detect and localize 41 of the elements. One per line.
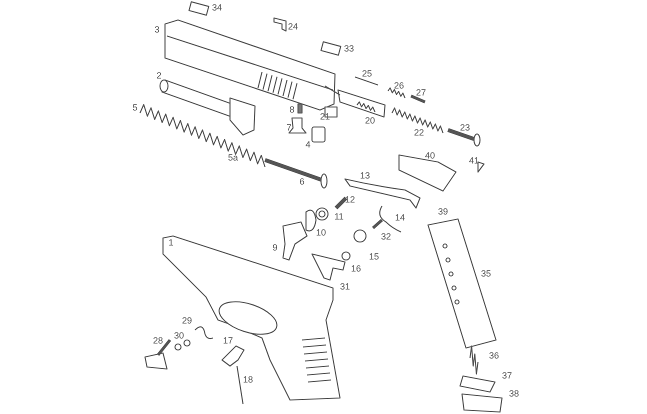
- callout-number: 8: [290, 106, 294, 114]
- callout-number: 37: [502, 372, 512, 380]
- callout-number: 24: [288, 22, 298, 32]
- callout-number: 21: [320, 112, 330, 122]
- callout-number: 32: [381, 232, 391, 242]
- callout-number: 29: [182, 316, 192, 326]
- callout-number: 12: [345, 196, 355, 204]
- callout-number: 22: [414, 128, 424, 138]
- callout-number: 16: [351, 264, 361, 274]
- callout-number: 30: [174, 332, 184, 340]
- callout-number: 39: [438, 208, 448, 216]
- callout-number: 2: [156, 72, 162, 80]
- callout-number: 13: [360, 172, 370, 180]
- callout-number: 23: [460, 124, 470, 132]
- callout-number: 41: [469, 156, 479, 166]
- callout-number: 9: [272, 244, 278, 252]
- callout-number: 31: [340, 282, 350, 292]
- callout-number: 36: [489, 352, 499, 360]
- callout-number: 5a: [228, 154, 238, 162]
- callout-number: 4: [306, 140, 310, 150]
- callout-number: 33: [344, 44, 354, 54]
- callout-number: 17: [223, 336, 233, 346]
- callout-number: 10: [316, 228, 326, 238]
- callout-number: 11: [334, 212, 344, 222]
- callout-number: 20: [365, 116, 375, 126]
- callout-number: 26: [394, 82, 404, 90]
- callout-number: 5: [132, 104, 138, 112]
- callout-number: 25: [362, 70, 372, 78]
- callout-number: 27: [416, 88, 426, 98]
- callout-number: 40: [425, 152, 435, 160]
- callout-number: 6: [300, 178, 304, 186]
- callout-number: 7: [286, 124, 292, 132]
- callout-number: 1: [168, 238, 174, 248]
- callout-number: 38: [509, 390, 519, 398]
- callout-number: 15: [369, 252, 379, 262]
- callout-number: 34: [212, 4, 222, 12]
- callout-number: 14: [395, 214, 405, 222]
- callout-number: 35: [481, 270, 491, 278]
- callout-number: 18: [243, 376, 253, 384]
- callout-number: 3: [154, 26, 160, 34]
- callout-number: 28: [153, 336, 163, 346]
